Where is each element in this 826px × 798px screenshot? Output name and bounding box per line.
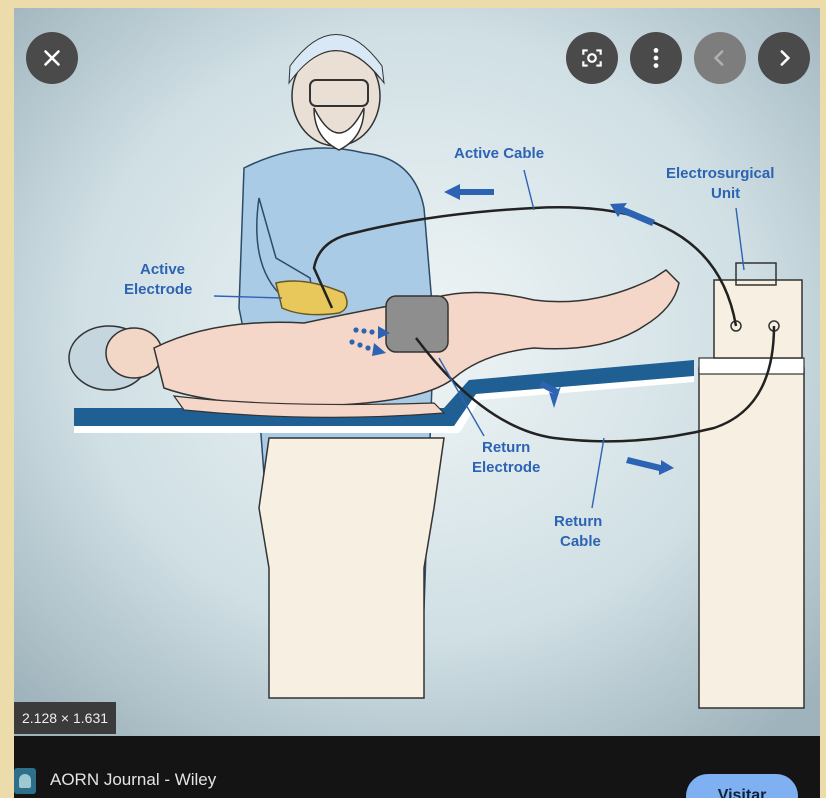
label-return-cable-line1: Return: [554, 513, 602, 530]
label-active-electrode-line1: Active: [140, 261, 185, 278]
visit-button[interactable]: Visitar: [686, 774, 798, 798]
label-esu-line1: Electrosurgical: [666, 165, 774, 182]
label-return-cable-line2: Cable: [560, 533, 601, 550]
more-vert-icon: [643, 45, 669, 71]
table-pedestal: [259, 438, 444, 698]
lens-button[interactable]: [566, 32, 618, 84]
site-favicon-icon: [14, 768, 36, 794]
chevron-left-icon: [707, 45, 733, 71]
source-footer: AORN Journal - Wiley Visitar: [14, 736, 820, 798]
patient-head: [106, 328, 162, 378]
label-esu-line2: Unit: [711, 185, 740, 202]
label-active-cable: Active Cable: [454, 145, 544, 162]
esu-cart: [699, 368, 804, 708]
chevron-right-icon: [771, 45, 797, 71]
next-image-button[interactable]: [758, 32, 810, 84]
more-options-button[interactable]: [630, 32, 682, 84]
source-link[interactable]: AORN Journal - Wiley: [50, 770, 216, 790]
return-electrode-pad: [386, 296, 448, 352]
lens-icon: [579, 45, 605, 71]
close-icon: [39, 45, 65, 71]
label-return-electrode-line1: Return: [482, 439, 530, 456]
label-return-electrode-line2: Electrode: [472, 459, 540, 476]
previous-image-button[interactable]: [694, 32, 746, 84]
image-dimensions-badge: 2.128 × 1.631: [14, 702, 116, 734]
electrosurgery-illustration: Active Cable Electrosurgical Unit Active…: [14, 8, 820, 736]
close-button[interactable]: [26, 32, 78, 84]
image-viewer: Active Cable Electrosurgical Unit Active…: [14, 8, 820, 798]
image-preview[interactable]: Active Cable Electrosurgical Unit Active…: [14, 8, 820, 736]
label-active-electrode-line2: Electrode: [124, 281, 192, 298]
